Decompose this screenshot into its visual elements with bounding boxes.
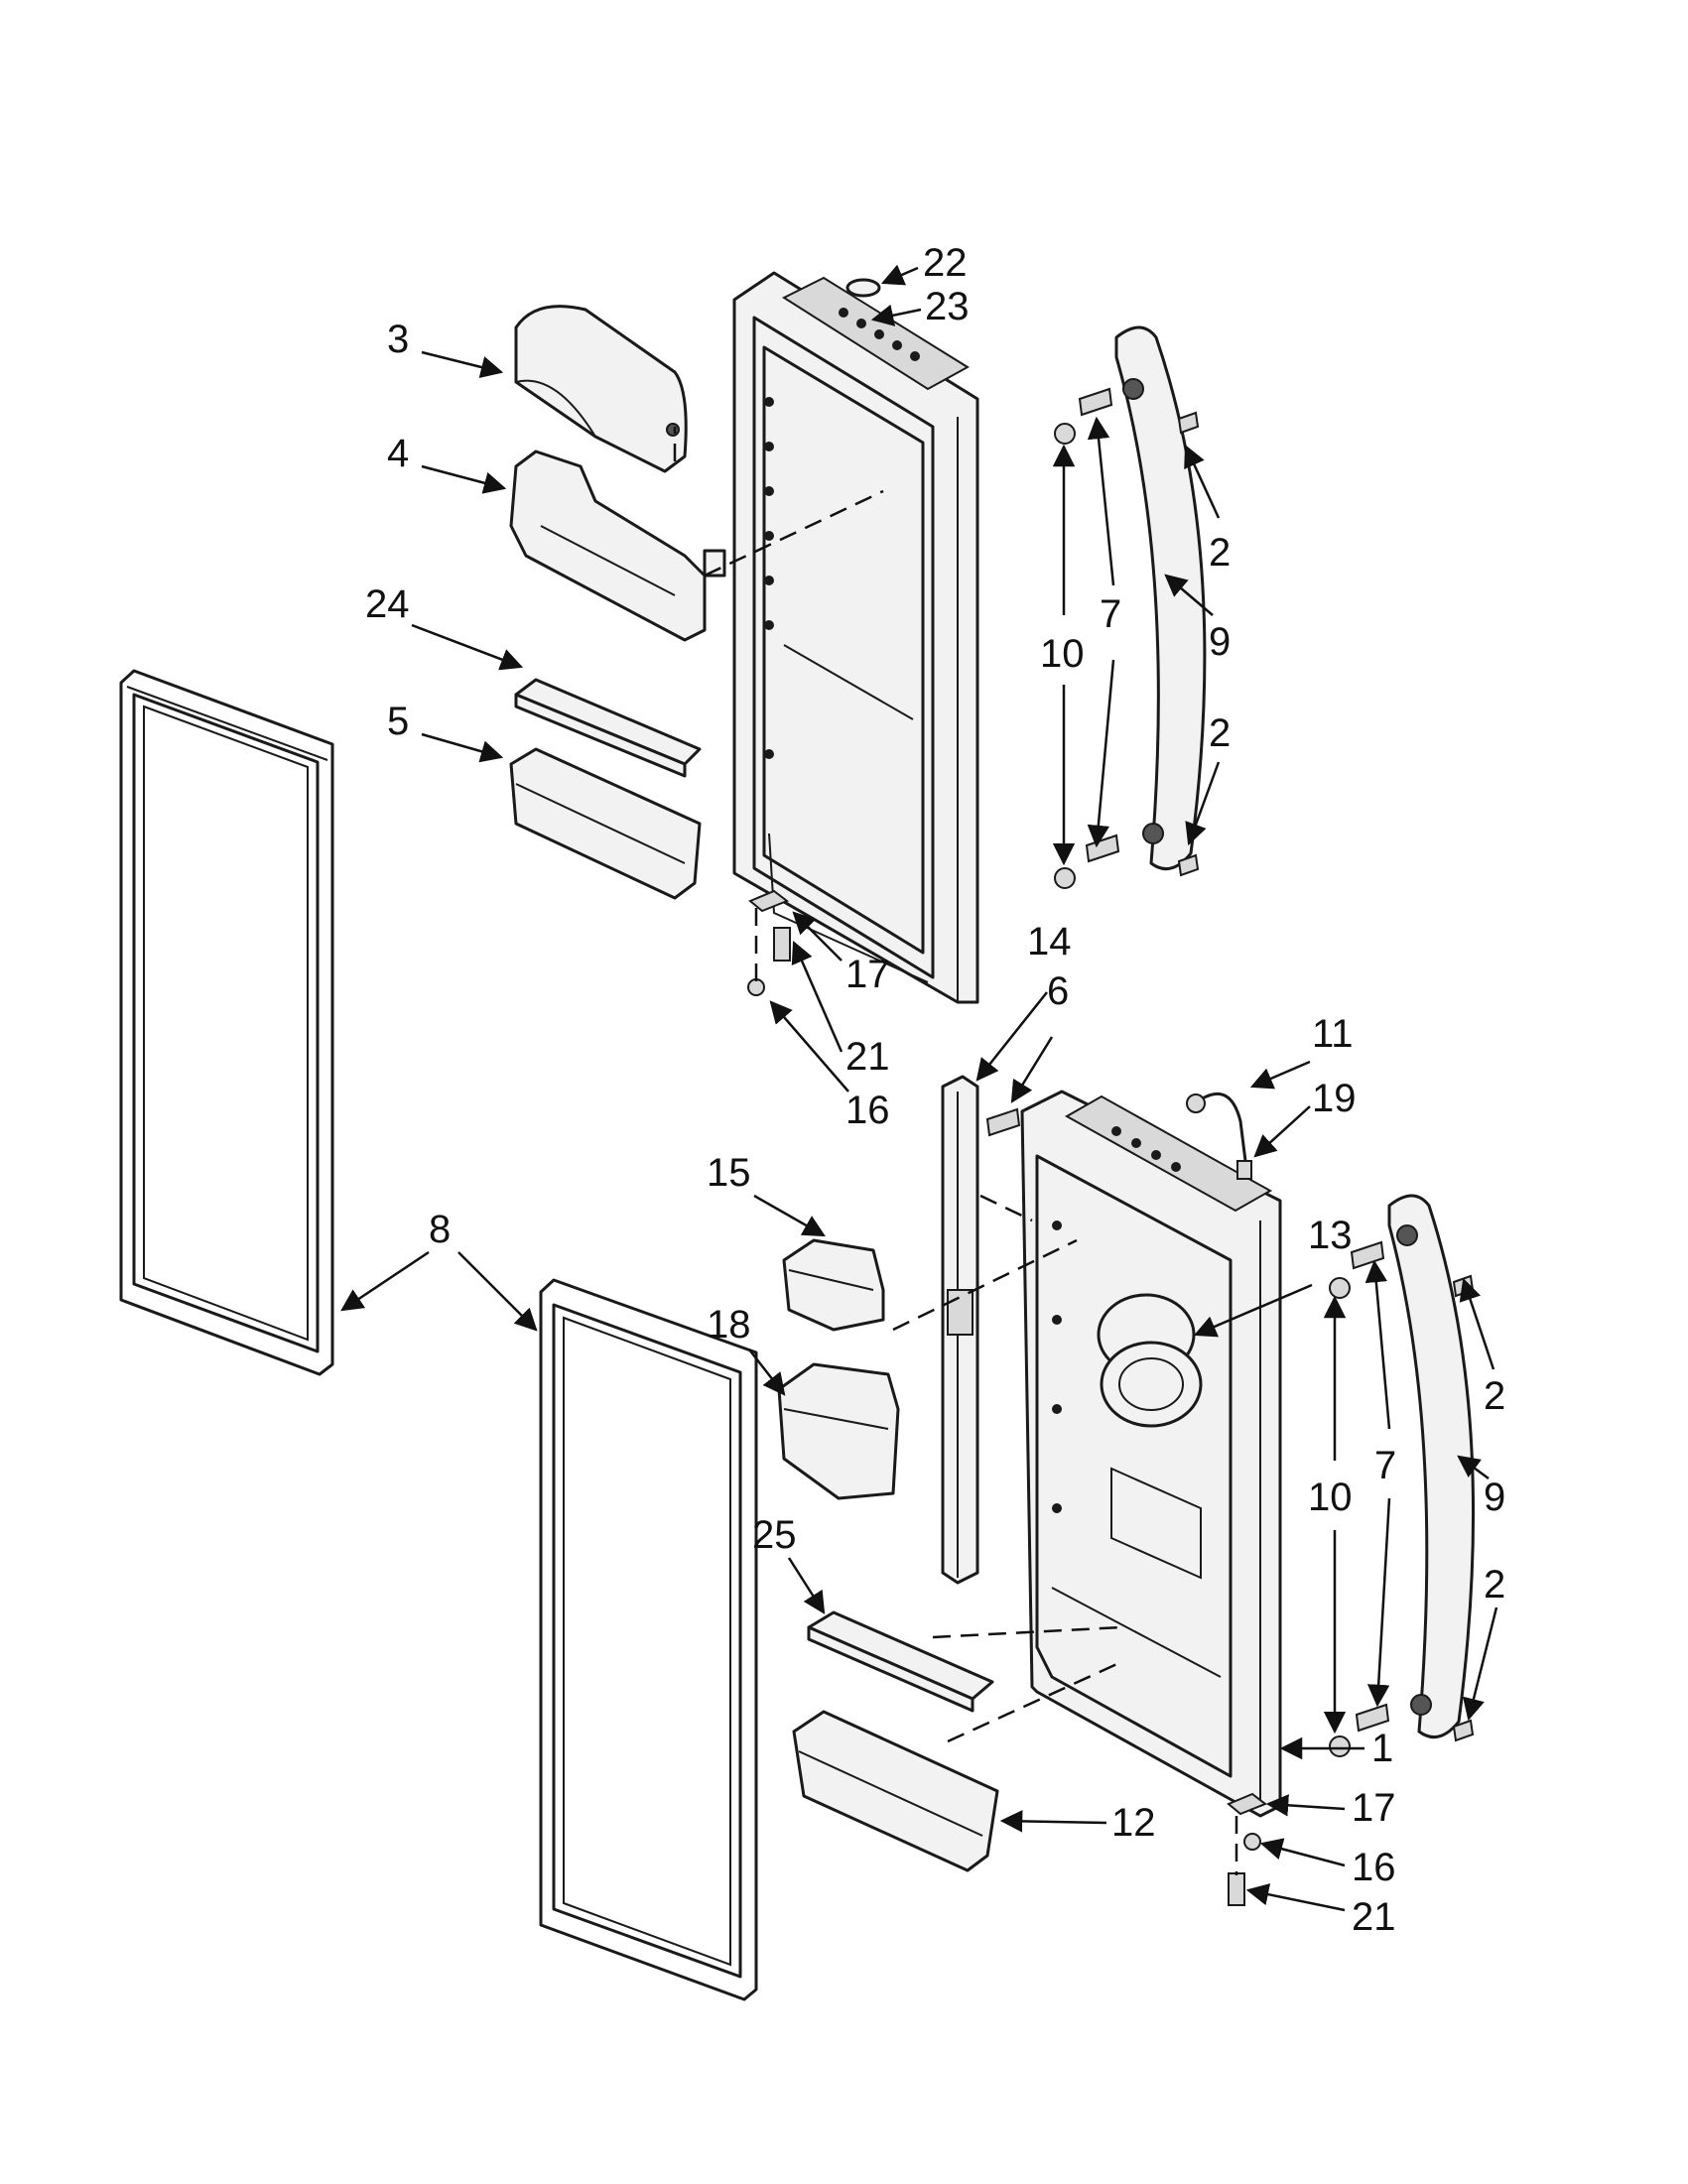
callout-17-lower: 17 bbox=[1352, 1786, 1396, 1830]
callout-10-upper: 10 bbox=[1040, 632, 1085, 676]
callout-6: 6 bbox=[1047, 969, 1069, 1013]
callout-4: 4 bbox=[387, 432, 409, 475]
callout-16-lower: 16 bbox=[1352, 1846, 1396, 1889]
callout-13: 13 bbox=[1308, 1214, 1353, 1257]
callout-3: 3 bbox=[387, 318, 409, 361]
callout-9-lower: 9 bbox=[1484, 1476, 1505, 1519]
part-19-fitting bbox=[1236, 1160, 1252, 1180]
right-door-gasket bbox=[539, 1278, 758, 2001]
lower-door-liner bbox=[1020, 1090, 1282, 1818]
callout-10-lower: 10 bbox=[1308, 1476, 1353, 1519]
part-15-bin bbox=[782, 1238, 885, 1332]
part-5-bin bbox=[509, 747, 702, 900]
callout-7-upper: 7 bbox=[1100, 592, 1121, 636]
leader-lines bbox=[340, 264, 1498, 1912]
upper-door-liner bbox=[732, 271, 979, 1004]
part-14-mullion bbox=[941, 1075, 979, 1585]
callout-1: 1 bbox=[1371, 1727, 1393, 1770]
callout-11: 11 bbox=[1312, 1012, 1354, 1056]
callout-2-upper-top: 2 bbox=[1209, 531, 1231, 575]
callout-12: 12 bbox=[1111, 1801, 1156, 1845]
part-24-shelf bbox=[514, 678, 702, 778]
part-22-cap bbox=[845, 278, 881, 298]
part-3-bin-cover bbox=[514, 305, 688, 473]
part-18-bin bbox=[777, 1362, 900, 1500]
callout-2-upper-bottom: 2 bbox=[1209, 711, 1231, 755]
part-4-bin bbox=[509, 450, 726, 642]
callout-5: 5 bbox=[387, 700, 409, 743]
upper-door-handle bbox=[1114, 325, 1207, 871]
part-6-screw bbox=[985, 1107, 1021, 1137]
callout-2-lower-top: 2 bbox=[1484, 1374, 1505, 1418]
callout-8: 8 bbox=[429, 1208, 451, 1251]
callout-labels: 22 23 3 4 24 5 2 10 7 9 2 17 21 16 14 6 … bbox=[365, 241, 1505, 1939]
callout-9-upper: 9 bbox=[1209, 620, 1231, 664]
callout-24: 24 bbox=[365, 582, 410, 626]
assembly-lines bbox=[673, 427, 1122, 1743]
callout-15: 15 bbox=[707, 1151, 751, 1195]
part-25-shelf bbox=[807, 1610, 994, 1713]
upper-handle-screws bbox=[1054, 387, 1200, 889]
callout-22: 22 bbox=[923, 241, 968, 285]
callout-18: 18 bbox=[707, 1303, 751, 1347]
callout-23: 23 bbox=[925, 285, 970, 328]
callout-19: 19 bbox=[1312, 1077, 1357, 1120]
callout-7-lower: 7 bbox=[1374, 1444, 1396, 1487]
lower-hinge-parts bbox=[1227, 1792, 1268, 1906]
callout-16-upper: 16 bbox=[845, 1089, 890, 1132]
part-12-bin bbox=[792, 1710, 999, 1872]
callout-2-lower-bottom: 2 bbox=[1484, 1563, 1505, 1606]
left-door-gasket bbox=[119, 669, 334, 1376]
part-11-tube bbox=[1186, 1092, 1247, 1163]
lower-door-handle bbox=[1387, 1194, 1476, 1739]
callout-14: 14 bbox=[1027, 920, 1072, 964]
callout-17-upper: 17 bbox=[845, 953, 890, 996]
callout-25: 25 bbox=[752, 1513, 797, 1557]
callout-21-upper: 21 bbox=[845, 1035, 890, 1079]
upper-hinge-parts bbox=[747, 889, 791, 996]
callout-21-lower: 21 bbox=[1352, 1895, 1396, 1939]
